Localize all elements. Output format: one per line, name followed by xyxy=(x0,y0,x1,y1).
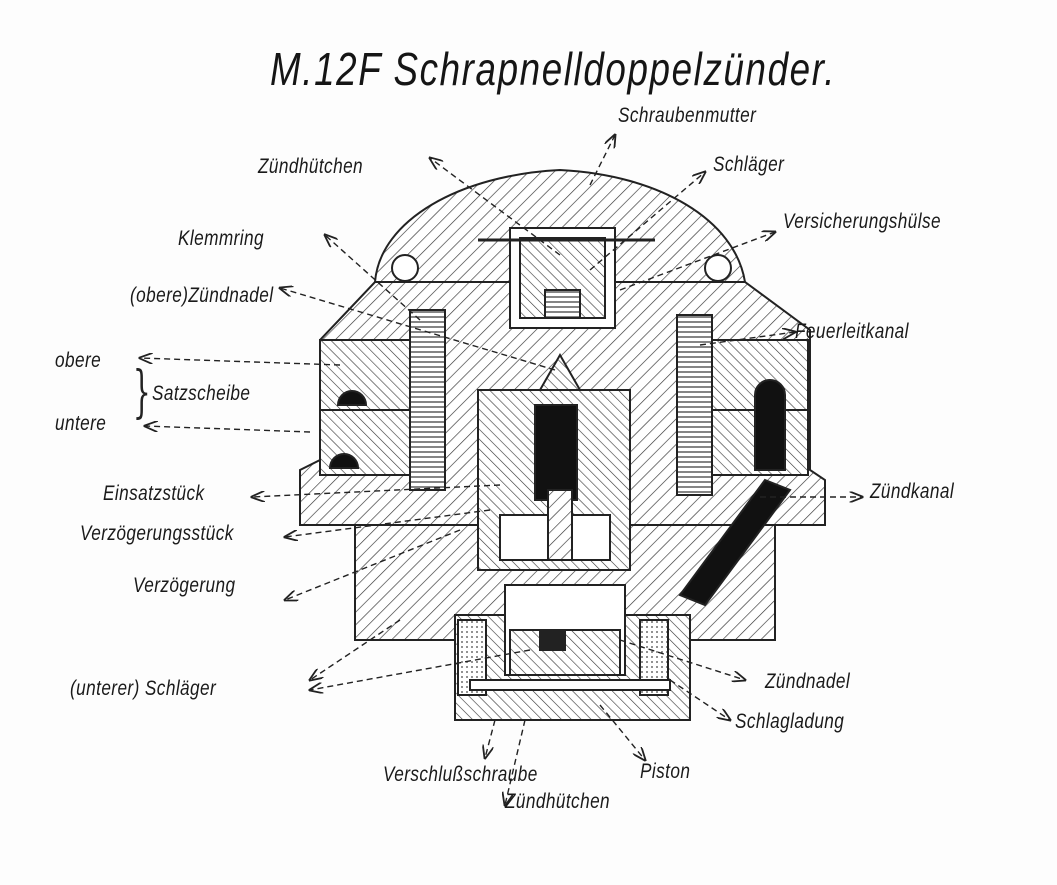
label-feuerleitkanal: Feuerleitkanal xyxy=(795,320,909,343)
label-zuendhuetchen-top: Zündhütchen xyxy=(258,155,364,178)
label-zuendhuetchen-bottom: Zündhütchen xyxy=(505,790,611,813)
label-versicherungshuelse: Versicherungshülse xyxy=(783,210,941,233)
leader-arrows xyxy=(140,135,862,805)
lower-body xyxy=(354,524,776,641)
zuendkanal xyxy=(678,478,792,607)
label-einsatzstueck: Einsatzstück xyxy=(103,482,205,505)
label-verzoegerung: Verzögerung xyxy=(133,574,236,597)
label-schraubenmutter: Schraubenmutter xyxy=(618,104,757,127)
label-piston: Piston xyxy=(640,760,691,783)
label-klemmring: Klemmring xyxy=(178,227,264,250)
label-obere: obere xyxy=(55,349,102,372)
satzscheibe-obere xyxy=(319,339,416,411)
schraubenmutter-dome xyxy=(373,168,747,283)
diagram-title: M.12F Schrapnelldoppelzünder. xyxy=(270,43,837,95)
label-satzscheibe: Satzscheibe xyxy=(152,382,251,405)
label-zuendkanal: Zündkanal xyxy=(870,480,955,503)
label-obere-zuendnadel: (obere)Zündnadel xyxy=(130,284,274,307)
label-zuendnadel: Zündnadel xyxy=(765,670,851,693)
label-unterer-schlaeger: (unterer) Schläger xyxy=(70,677,217,700)
label-untere: untere xyxy=(55,412,107,435)
label-verschlussschraube: Verschlußschraube xyxy=(383,763,538,786)
label-verzoegerungsstueck: Verzögerungsstück xyxy=(80,522,234,545)
label-schlaeger: Schläger xyxy=(713,153,785,176)
brace-icon: } xyxy=(132,360,151,425)
label-schlagladung: Schlagladung xyxy=(735,710,845,733)
